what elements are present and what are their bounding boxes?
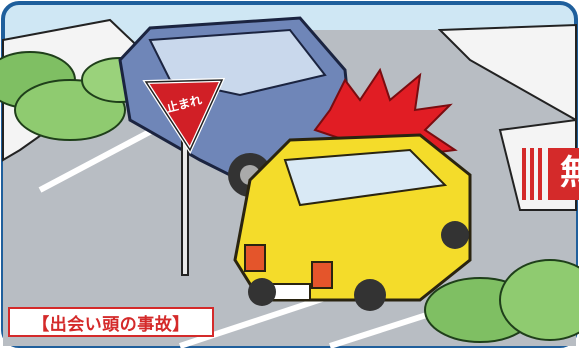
right-bushes	[424, 259, 579, 343]
danger-banner-text-area: 無	[548, 148, 579, 200]
stop-sign-icon	[142, 77, 226, 276]
danger-banner-text: 無	[560, 153, 579, 193]
accident-caption: 【出会い頭の事故】	[8, 307, 214, 337]
danger-banner	[522, 148, 579, 200]
yellow-car	[233, 133, 472, 311]
